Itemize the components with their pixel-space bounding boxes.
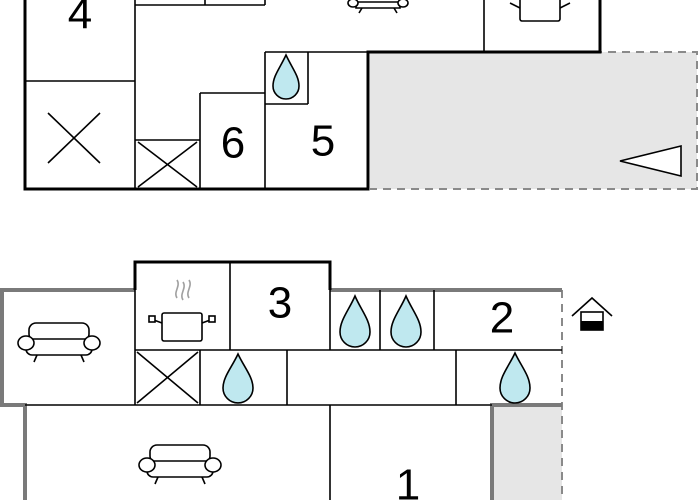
cross-mark-icon [47, 112, 101, 164]
terrace-lower [492, 405, 562, 500]
upper-interior-walls [25, 0, 485, 189]
water-drop-icon [499, 351, 531, 404]
room-number-5: 5 [311, 117, 335, 166]
lower-outer-wall-left [0, 288, 135, 500]
cross-mark-icon [136, 351, 199, 404]
water-drop-icon [390, 293, 422, 348]
lower-dark-wall [133, 260, 332, 290]
sofa-icon [347, 0, 409, 14]
water-drop-icon [272, 53, 300, 100]
entrance-icon [571, 296, 613, 331]
room-number-6: 6 [221, 119, 245, 168]
upper-floor: 4 6 5 [23, 0, 698, 191]
sofa-icon [17, 322, 101, 363]
upper-outer-wall [23, 0, 602, 191]
cooktop-icon [148, 279, 216, 342]
terrace-upper-outline [370, 51, 698, 190]
room-number-4: 4 [68, 0, 92, 39]
room-number-1: 1 [396, 461, 420, 500]
sofa-icon [138, 444, 222, 485]
direction-triangle-icon [619, 144, 682, 178]
room-number-3: 3 [268, 279, 292, 328]
water-drop-icon [339, 293, 371, 348]
cross-mark-icon [137, 141, 198, 188]
lower-floor: 3 2 1 [0, 260, 613, 500]
room-number-2: 2 [490, 294, 514, 343]
water-drop-icon [222, 352, 254, 404]
lower-interior-walls [25, 262, 562, 500]
cooktop-icon [509, 0, 571, 22]
